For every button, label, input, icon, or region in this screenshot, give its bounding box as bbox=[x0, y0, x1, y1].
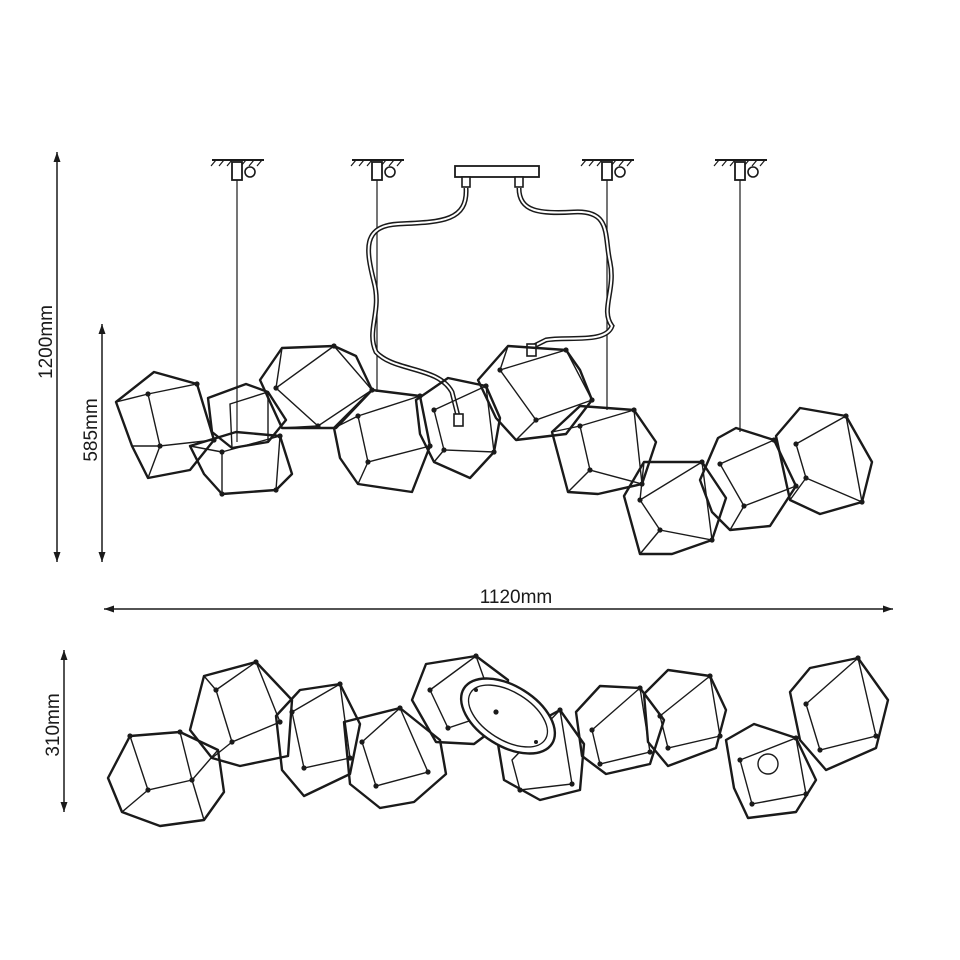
front-cube-11 bbox=[774, 406, 874, 516]
front-view bbox=[114, 343, 874, 556]
top-nodes bbox=[127, 653, 879, 807]
ceiling-mount-4 bbox=[713, 159, 767, 432]
ceiling-mount-3 bbox=[580, 159, 634, 410]
label-width: 1120mm bbox=[480, 587, 553, 608]
top-cube-7 bbox=[574, 684, 666, 776]
dimension-total-height: 1200mm bbox=[36, 152, 61, 562]
front-cube-8 bbox=[550, 404, 658, 496]
label-total-height: 1200mm bbox=[36, 305, 57, 379]
ceiling-mount-2 bbox=[350, 159, 404, 392]
top-cube-10 bbox=[788, 656, 890, 772]
front-cube-3 bbox=[206, 382, 288, 450]
canopy bbox=[454, 165, 540, 188]
front-cube-6 bbox=[414, 376, 502, 480]
label-body-height: 585mm bbox=[81, 398, 102, 461]
canopy-plate-top bbox=[459, 677, 557, 755]
front-nodes bbox=[145, 343, 865, 543]
ceiling-mount-1 bbox=[210, 159, 264, 442]
dimension-depth: 310mm bbox=[43, 650, 68, 812]
top-cube-1 bbox=[106, 730, 226, 828]
top-cube-8 bbox=[642, 668, 728, 768]
top-view bbox=[106, 653, 890, 828]
label-depth: 310mm bbox=[43, 693, 64, 756]
dimension-body-height: 585mm bbox=[81, 324, 106, 562]
front-cube-7 bbox=[476, 344, 594, 442]
dimension-width: 1120mm bbox=[104, 587, 893, 613]
top-cube-9 bbox=[724, 722, 818, 820]
front-cube-2 bbox=[188, 430, 294, 496]
power-cables bbox=[366, 187, 615, 427]
ceiling-mounts bbox=[210, 159, 767, 442]
